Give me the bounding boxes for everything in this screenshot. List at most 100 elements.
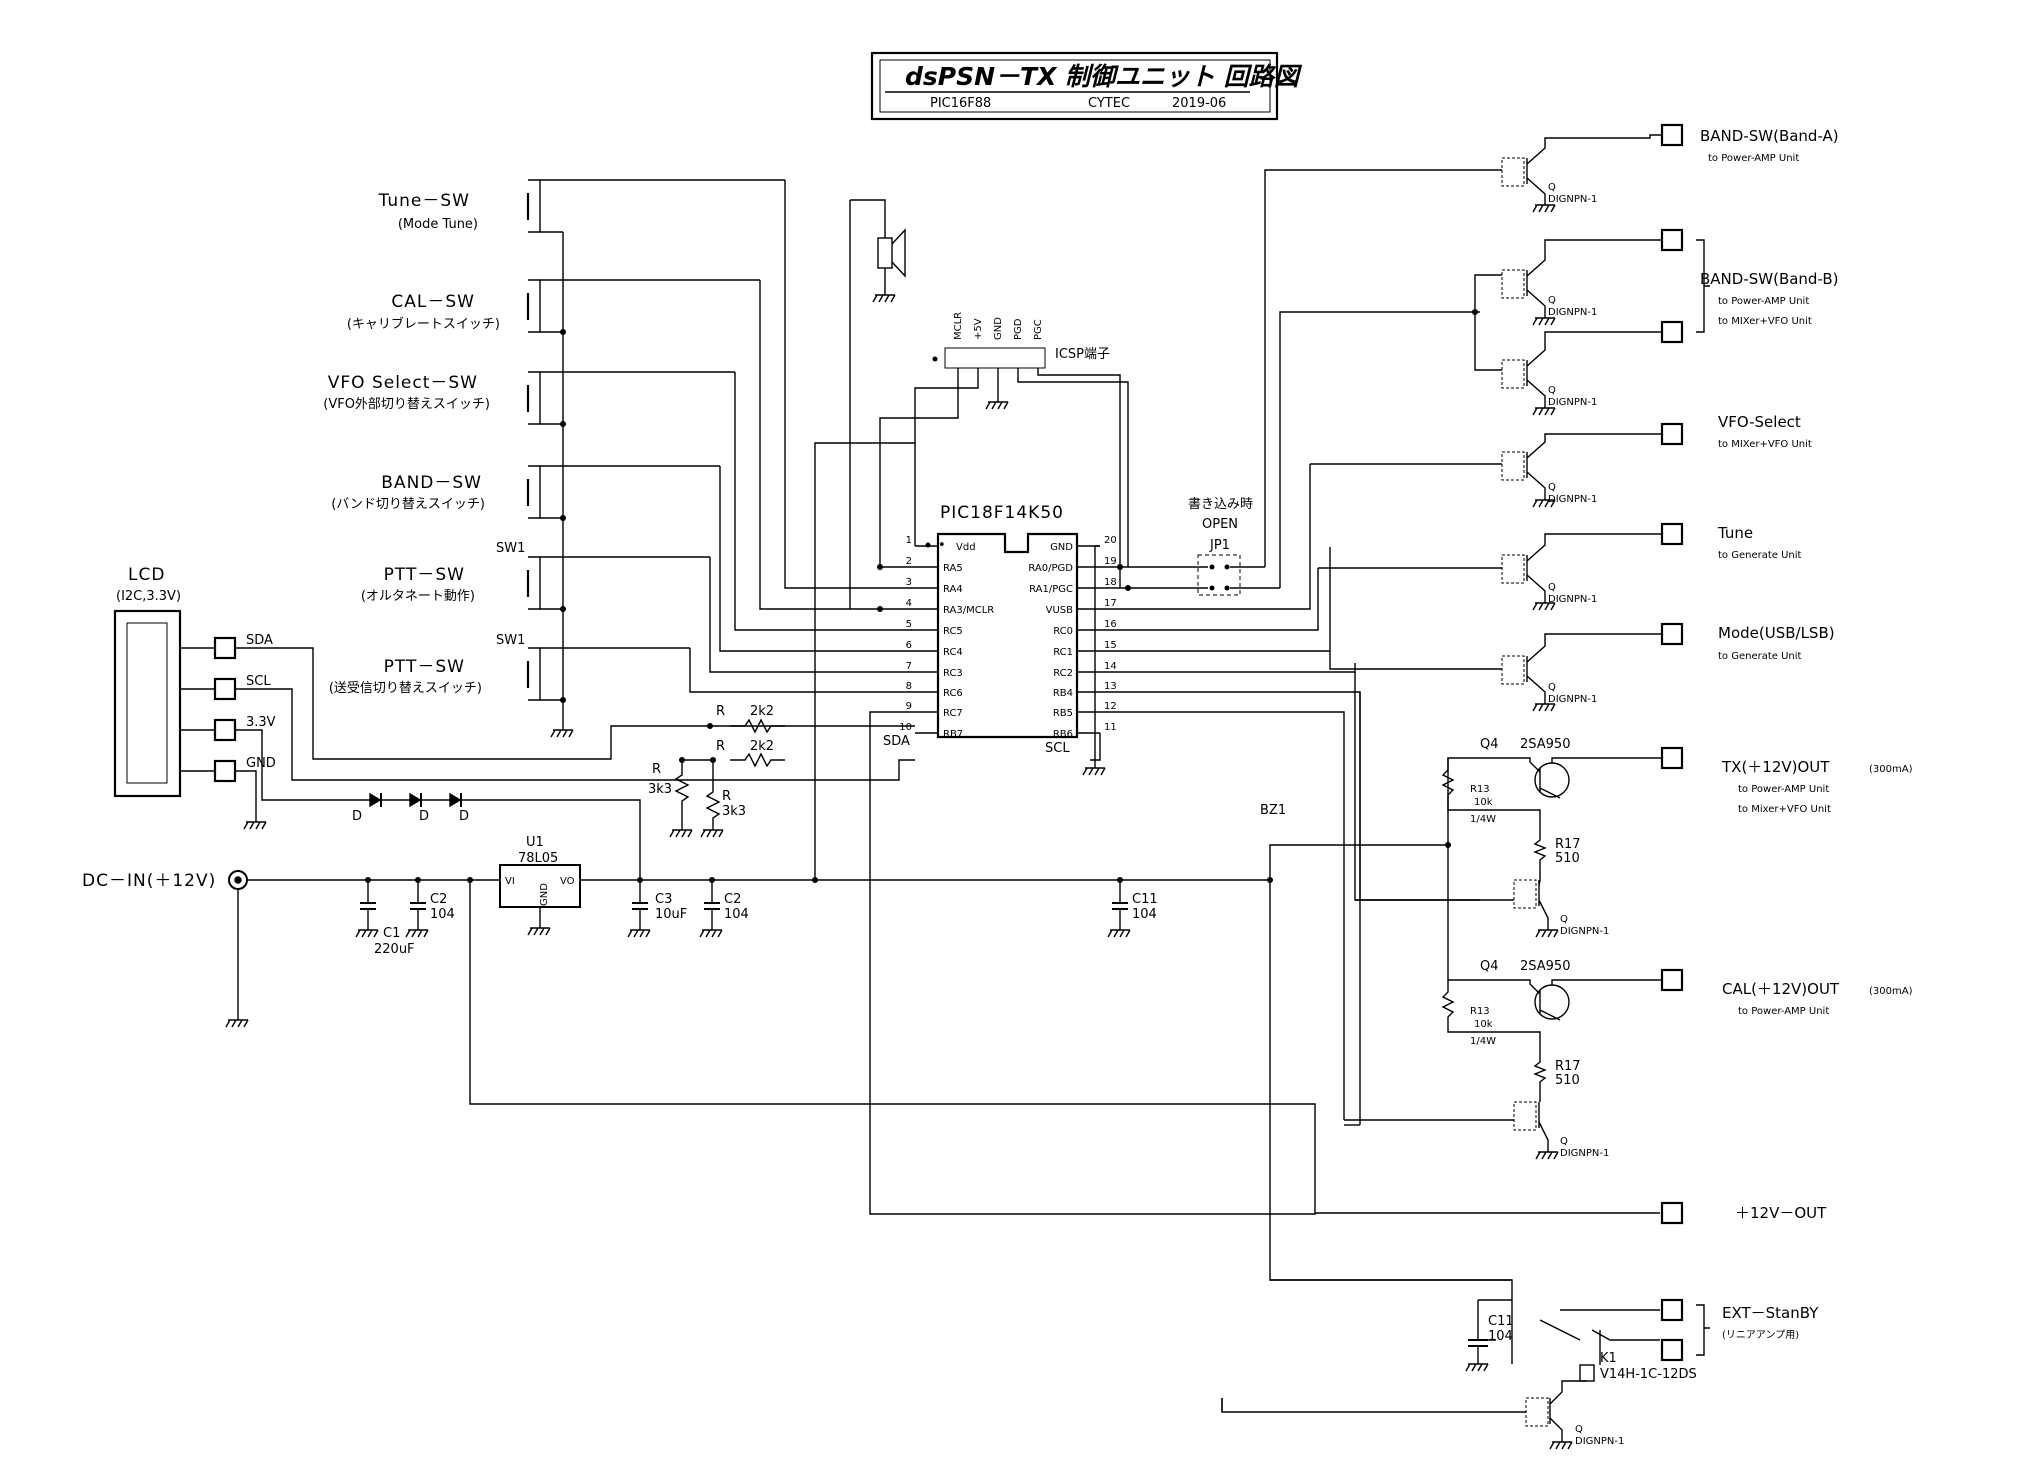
cap-ref: C3 [655, 892, 672, 907]
out-mode: Mode(USB/LSB) [1718, 624, 1835, 642]
mcu-pin1-dot: • [938, 538, 946, 553]
regulator-ref: U1 [526, 835, 544, 850]
mcu-pin-name: RB6 [1053, 729, 1073, 740]
mcu-pin-number: 9 [906, 701, 912, 712]
transistor-part: DIGNPN-1 [1575, 1436, 1624, 1447]
r13-val: 10k [1474, 797, 1493, 808]
mcu-pin-number: 7 [906, 661, 912, 672]
switch-name: VFO Select－SW [328, 373, 478, 393]
mcu-pin-name: RB4 [1053, 688, 1073, 699]
transistor-ref: Q [1548, 295, 1556, 306]
text-layer: dsPSN－TX 制御ユニット 回路図 PIC16F88 CYTEC 2019-… [82, 62, 1913, 1447]
cap-value: 10uF [655, 907, 687, 922]
resistor-value: 2k2 [750, 704, 774, 719]
transistor-ref: Q [1548, 482, 1556, 493]
mcu-pin-number: 18 [1104, 577, 1117, 588]
mcu-left-labels: 1RA52RA43RA3/MCLR4RC55RC46RC37RC68RC79RB… [899, 535, 994, 740]
cap-ref: C1 [383, 926, 400, 941]
jumper-ref: JP1 [1209, 538, 1230, 553]
diode-label: D [419, 809, 429, 824]
mcu-pin-name: RC2 [1053, 668, 1073, 679]
output-drivers [1474, 123, 1710, 712]
mcu-pin-name: RC3 [943, 668, 963, 679]
resistor-ref: R [652, 762, 661, 777]
cap-value: 220uF [374, 942, 415, 957]
out-rating: (300mA) [1869, 764, 1913, 775]
resistor-value: 2k2 [750, 739, 774, 754]
switch-name: Tune－SW [378, 191, 470, 211]
title-maker: CYTEC [1088, 96, 1130, 111]
out-sub: to Power-AMP Unit [1738, 784, 1829, 795]
title-mcu: PIC16F88 [930, 96, 991, 111]
mcu-pin-name: RA1/PGC [1029, 584, 1073, 595]
power-section [225, 844, 1513, 1364]
transistor-ref: Q [1548, 682, 1556, 693]
transistor-ref: Q [1548, 582, 1556, 593]
mcu-pin-name: RA4 [943, 584, 963, 595]
transistor-part: DIGNPN-1 [1560, 1148, 1609, 1159]
mcu-pin-number: 10 [899, 722, 912, 733]
mcu-pin-number: 1 [906, 535, 912, 546]
title-block [870, 51, 1279, 121]
mcu-pin-name: Vdd [956, 542, 976, 553]
out-plus12: ＋12V－OUT [1735, 1204, 1827, 1222]
r17-ref: R17 [1555, 837, 1581, 852]
r13-val: 10k [1474, 1019, 1493, 1030]
r13-w: 1/4W [1470, 814, 1496, 825]
mcu-pin-number: 2 [906, 556, 912, 567]
switch-name: CAL－SW [391, 292, 475, 312]
out-band-a: BAND-SW(Band-A) [1700, 127, 1839, 145]
mcu-body [915, 532, 1100, 739]
relay-ref: K1 [1600, 1351, 1617, 1366]
r13-w: 1/4W [1470, 1036, 1496, 1047]
r13-ref: R13 [1470, 1006, 1490, 1017]
mcu-pin-number: 17 [1104, 598, 1117, 609]
transistor-part: DIGNPN-1 [1548, 194, 1597, 205]
diode-chain [369, 792, 462, 808]
mcu-pin-number: 15 [1104, 640, 1117, 651]
out-sub: to Power-AMP Unit [1708, 153, 1799, 164]
diagram-title: dsPSN－TX 制御ユニット 回路図 [905, 62, 1303, 91]
regulator-vi: VI [505, 876, 515, 887]
mcu-wiring [814, 169, 1480, 1215]
transistor-part: DIGNPN-1 [1548, 694, 1597, 705]
out-cal: CAL(＋12V)OUT [1722, 980, 1840, 998]
r17-val: 510 [1555, 851, 1580, 866]
pnp-part: 2SA950 [1520, 737, 1570, 752]
switch-note: (バンド切り替えスイッチ) [331, 497, 485, 512]
switch-note: (送受信切り替えスイッチ) [329, 681, 482, 696]
transistor-part: DIGNPN-1 [1548, 307, 1597, 318]
lcd-pin-label: GND [246, 756, 276, 771]
out-rating: (300mA) [1869, 986, 1913, 997]
out-vfo: VFO-Select [1718, 413, 1801, 431]
mcu-pin-name: RC4 [943, 647, 963, 658]
transistor-ref: Q [1560, 914, 1568, 925]
lcd-pin-label: SDA [246, 633, 273, 648]
switch-bank [526, 179, 785, 738]
pnp-ref: Q4 [1480, 737, 1499, 752]
jumper-note2: OPEN [1202, 517, 1238, 532]
out-ext: EXT－StanBY [1722, 1304, 1819, 1322]
out-sub: to Power-AMP Unit [1718, 296, 1809, 307]
mcu-pin-number: 13 [1104, 681, 1117, 692]
mcu-right-labels: GND20RA0/PGD19RA1/PGC18VUSB17RC016RC115R… [1028, 535, 1116, 740]
mcu-pin-number: 11 [1104, 722, 1117, 733]
lcd-label: LCD [128, 565, 165, 585]
mcu-pin-name: RB5 [1053, 708, 1073, 719]
pnp-ref: Q4 [1480, 959, 1499, 974]
mcu-pin-name: RC1 [1053, 647, 1073, 658]
icsp-pin-label: PGC [1033, 319, 1044, 340]
switch-ref: SW1 [496, 541, 525, 556]
cap-ref: C2 [430, 892, 447, 907]
out-sub: to Generate Unit [1718, 651, 1802, 662]
icsp-pin-label: PGD [1013, 318, 1024, 340]
resistor-ref: R [716, 739, 725, 754]
regulator-gnd: GND [539, 883, 550, 906]
pullup-network [669, 718, 785, 838]
mcu-pin-number: 5 [906, 619, 912, 630]
lcd-pin-label: 3.3V [246, 715, 276, 730]
out-sub: to MIXer+VFO Unit [1718, 316, 1812, 327]
r13-ref: R13 [1470, 784, 1490, 795]
